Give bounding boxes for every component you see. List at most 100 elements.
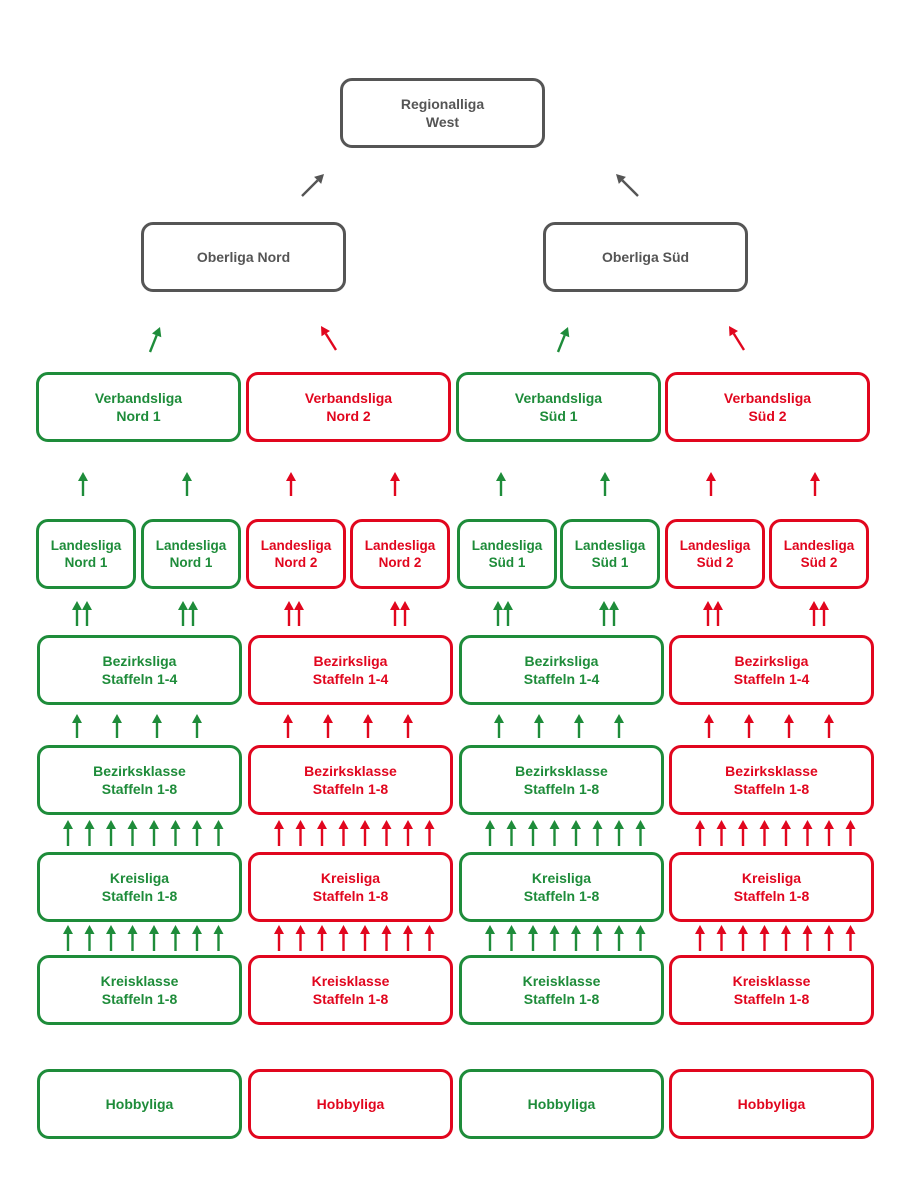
arrow-bezirksklasse-up-3-3 — [824, 714, 834, 738]
arrow-kreisklasse-up-0-4 — [149, 925, 159, 951]
arrow-kreisklasse-up-0-2 — [106, 925, 116, 951]
arrow-landesliga-up-0-0 — [78, 472, 88, 496]
arrow-bezirksklasse-up-0-3 — [192, 714, 202, 738]
hobbyliga-col1-box: Hobbyliga — [37, 1069, 242, 1139]
arrow-bezirksklasse-up-2-1 — [534, 714, 544, 738]
arrow-kreisliga-up-3-5 — [802, 820, 813, 846]
arrow-bezirksliga-up-1-1b — [400, 601, 410, 626]
arrow-bezirksklasse-up-2-0 — [494, 714, 504, 738]
landesliga-nord-2a-box: Landesliga Nord 2 — [246, 519, 346, 589]
landesliga-sued-2a-box: Landesliga Süd 2 — [665, 519, 765, 589]
arrow-kreisklasse-up-0-5 — [170, 925, 181, 951]
regionalliga-west-box: Regionalliga West — [340, 78, 545, 148]
arrow-kreisliga-up-0-1 — [84, 820, 95, 846]
hobbyliga-col3-box: Hobbyliga — [459, 1069, 664, 1139]
arrow-bezirksliga-up-1-0b — [294, 601, 304, 626]
landesliga-nord-1b-box: Landesliga Nord 1 — [141, 519, 241, 589]
arrow-kreisklasse-up-1-5 — [381, 925, 392, 951]
landesliga-sued-1b-box: Landesliga Süd 1 — [560, 519, 660, 589]
arrow-bezirksklasse-up-3-0 — [704, 714, 714, 738]
bezirksliga-col2-box: Bezirksliga Staffeln 1-4 — [248, 635, 453, 705]
bezirksklasse-col4-box: Bezirksklasse Staffeln 1-8 — [669, 745, 874, 815]
arrow-landesliga-up-2-0 — [496, 472, 506, 496]
arrow-bezirksklasse-up-1-3 — [403, 714, 413, 738]
arrow-bezirksklasse-up-1-0 — [283, 714, 293, 738]
arrow-kreisklasse-up-2-5 — [592, 925, 603, 951]
arrow-verbandsliga-nord1-up — [148, 327, 162, 353]
arrow-kreisliga-up-1-5 — [381, 820, 392, 846]
kreisklasse-col2-box: Kreisklasse Staffeln 1-8 — [248, 955, 453, 1025]
verbandsliga-sued-1-box: Verbandsliga Süd 1 — [456, 372, 661, 442]
kreisliga-col1-box: Kreisliga Staffeln 1-8 — [37, 852, 242, 922]
arrow-bezirksliga-up-2-1a — [599, 601, 609, 626]
arrow-kreisklasse-up-2-2 — [528, 925, 538, 951]
arrow-kreisliga-up-0-0 — [63, 820, 73, 846]
arrow-kreisklasse-up-2-0 — [485, 925, 495, 951]
arrow-kreisliga-up-1-2 — [317, 820, 327, 846]
arrow-kreisklasse-up-3-4 — [781, 925, 791, 951]
arrow-kreisliga-up-3-1 — [716, 820, 727, 846]
arrow-kreisliga-up-3-7 — [845, 820, 856, 846]
arrow-kreisliga-up-0-5 — [170, 820, 181, 846]
arrow-kreisliga-up-1-1 — [295, 820, 306, 846]
arrow-bezirksliga-up-2-0a — [493, 601, 503, 626]
hobbyliga-col4-box: Hobbyliga — [669, 1069, 874, 1139]
kreisklasse-col1-box: Kreisklasse Staffeln 1-8 — [37, 955, 242, 1025]
arrow-kreisklasse-up-1-0 — [274, 925, 284, 951]
arrow-bezirksliga-up-3-0b — [713, 601, 723, 626]
arrow-kreisliga-up-2-0 — [485, 820, 495, 846]
hobbyliga-col2-box: Hobbyliga — [248, 1069, 453, 1139]
arrow-kreisliga-up-0-3 — [127, 820, 138, 846]
arrow-verbandsliga-sued1-up — [556, 327, 570, 353]
arrow-kreisklasse-up-1-7 — [424, 925, 435, 951]
arrow-kreisklasse-up-0-1 — [84, 925, 95, 951]
arrow-bezirksklasse-up-1-1 — [323, 714, 333, 738]
arrow-kreisklasse-up-3-0 — [695, 925, 705, 951]
arrow-kreisklasse-up-3-2 — [738, 925, 748, 951]
arrow-kreisliga-up-2-5 — [592, 820, 603, 846]
arrow-bezirksliga-up-1-1a — [390, 601, 400, 626]
arrow-kreisliga-up-3-3 — [759, 820, 770, 846]
arrow-landesliga-up-1-0 — [286, 472, 296, 496]
arrow-kreisklasse-up-3-3 — [759, 925, 770, 951]
arrow-landesliga-up-3-1 — [810, 472, 820, 496]
arrow-verbandsliga-nord2-up — [321, 326, 338, 351]
arrow-kreisklasse-up-1-1 — [295, 925, 306, 951]
arrow-kreisliga-up-0-6 — [192, 820, 202, 846]
arrow-kreisklasse-up-3-6 — [824, 925, 834, 951]
arrow-kreisliga-up-1-7 — [424, 820, 435, 846]
arrow-bezirksliga-up-0-0b — [82, 601, 92, 626]
arrow-landesliga-up-2-1 — [600, 472, 610, 496]
arrow-kreisklasse-up-3-1 — [716, 925, 727, 951]
arrow-kreisliga-up-2-1 — [506, 820, 517, 846]
kreisklasse-col3-box: Kreisklasse Staffeln 1-8 — [459, 955, 664, 1025]
arrow-bezirksklasse-up-1-2 — [363, 714, 373, 738]
arrow-kreisklasse-up-0-0 — [63, 925, 73, 951]
arrow-kreisliga-up-3-0 — [695, 820, 705, 846]
landesliga-sued-1a-box: Landesliga Süd 1 — [457, 519, 557, 589]
arrow-kreisklasse-up-1-3 — [338, 925, 349, 951]
kreisliga-col4-box: Kreisliga Staffeln 1-8 — [669, 852, 874, 922]
landesliga-nord-2b-box: Landesliga Nord 2 — [350, 519, 450, 589]
arrow-landesliga-up-3-0 — [706, 472, 716, 496]
arrow-kreisklasse-up-0-6 — [192, 925, 202, 951]
arrow-kreisliga-up-2-4 — [571, 820, 581, 846]
arrow-bezirksliga-up-0-0a — [72, 601, 82, 626]
arrow-landesliga-up-0-1 — [182, 472, 192, 496]
arrow-kreisliga-up-1-4 — [360, 820, 370, 846]
landesliga-nord-1a-box: Landesliga Nord 1 — [36, 519, 136, 589]
arrow-kreisklasse-up-2-6 — [614, 925, 624, 951]
arrow-kreisklasse-up-3-7 — [845, 925, 856, 951]
verbandsliga-nord-2-box: Verbandsliga Nord 2 — [246, 372, 451, 442]
arrow-kreisliga-up-0-4 — [149, 820, 159, 846]
arrow-kreisliga-up-3-2 — [738, 820, 748, 846]
arrow-kreisklasse-up-2-1 — [506, 925, 517, 951]
bezirksliga-col3-box: Bezirksliga Staffeln 1-4 — [459, 635, 664, 705]
arrow-bezirksklasse-up-3-2 — [784, 714, 794, 738]
kreisliga-col2-box: Kreisliga Staffeln 1-8 — [248, 852, 453, 922]
arrow-bezirksklasse-up-2-2 — [574, 714, 584, 738]
arrow-kreisklasse-up-0-3 — [127, 925, 138, 951]
arrow-kreisklasse-up-2-3 — [549, 925, 560, 951]
